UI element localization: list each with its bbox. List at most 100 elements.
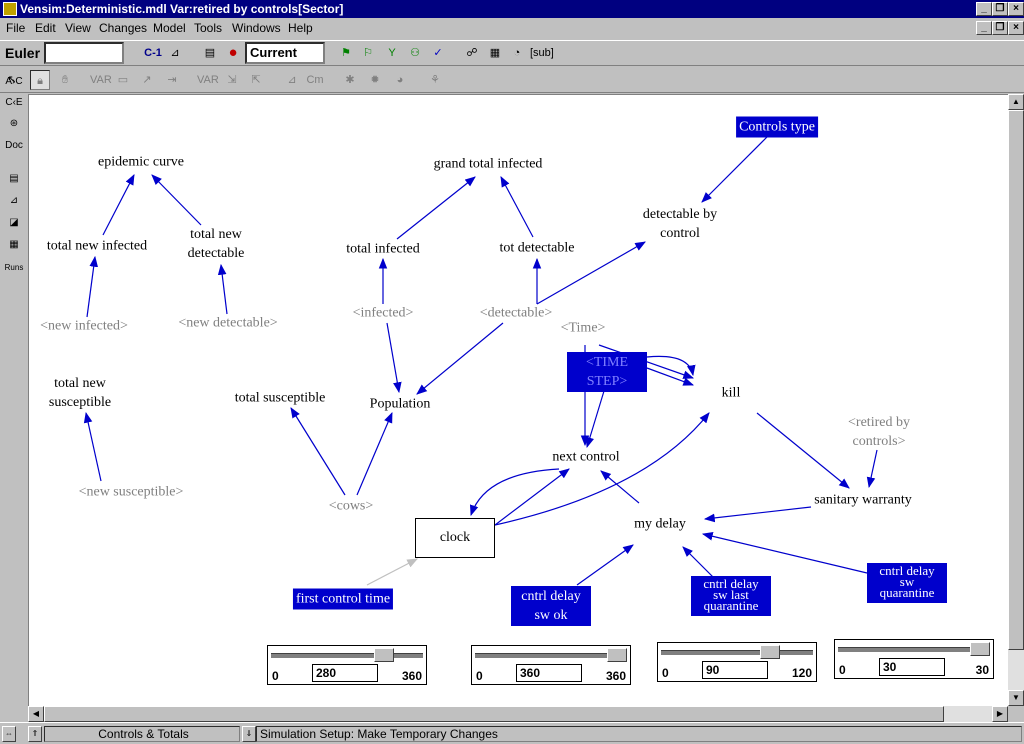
time-shadow-node[interactable]: <Time>: [560, 320, 606, 336]
pie-icon[interactable]: ◕: [396, 74, 404, 86]
run-icon[interactable]: ⚑: [341, 47, 351, 59]
scroll-right-button[interactable]: ▶: [992, 706, 1008, 722]
total-infected-node[interactable]: total infected: [346, 241, 420, 257]
hand-icon[interactable]: ✋︎: [61, 74, 69, 86]
menu-model[interactable]: Model: [153, 21, 186, 35]
slider-knob[interactable]: [970, 642, 990, 656]
sanitary-warranty-node[interactable]: sanitary warranty: [814, 492, 912, 508]
retired-by-controls-shadow-node[interactable]: <retired by controls>: [848, 413, 910, 451]
view-up-icon[interactable]: ⇑: [28, 726, 42, 742]
menu-tools[interactable]: Tools: [194, 21, 223, 35]
first-control-time-node[interactable]: first control time: [292, 588, 394, 610]
child-restore-button[interactable]: ❐: [992, 21, 1008, 35]
game-icon[interactable]: ⚐: [363, 47, 373, 59]
vertical-scroll-thumb[interactable]: [1008, 110, 1024, 650]
causes-tree-icon[interactable]: A›C: [5, 76, 23, 87]
cntrl-delay-sw-quarantine-node[interactable]: cntrl delay sw quarantine: [867, 563, 947, 603]
optimize-icon[interactable]: ⚇: [410, 47, 420, 59]
clock-icon[interactable]: ◔: [513, 47, 521, 59]
delete-icon[interactable]: ✱: [345, 74, 355, 86]
causes-strip-icon[interactable]: ▤: [9, 173, 19, 184]
menu-view[interactable]: View: [65, 21, 91, 35]
detectable-by-control-node[interactable]: detectable by control: [643, 205, 717, 243]
new-susceptible-shadow-node[interactable]: <new susceptible>: [78, 484, 184, 500]
document-icon[interactable]: Doc: [5, 140, 23, 151]
menu-windows[interactable]: Windows: [232, 21, 281, 35]
horizontal-scrollbar[interactable]: ◀ ▶: [28, 706, 1008, 722]
close-button[interactable]: ×: [1008, 2, 1024, 16]
tot-detectable-node[interactable]: tot detectable: [499, 240, 575, 256]
network-icon[interactable]: ☍: [466, 47, 478, 59]
scroll-down-button[interactable]: ▼: [1008, 690, 1024, 706]
time-step-shadow-node[interactable]: <TIME STEP>: [567, 352, 647, 392]
maximize-button[interactable]: ❐: [992, 2, 1008, 16]
cows-shadow-node[interactable]: <cows>: [328, 498, 374, 514]
cntrl-delay-sw-last-quarantine-slider[interactable]: 90 0 120: [657, 642, 817, 682]
minimize-button[interactable]: _: [976, 2, 992, 16]
graph-icon[interactable]: ⊿: [170, 47, 180, 59]
total-new-detectable-node[interactable]: total new detectable: [188, 225, 245, 263]
slider-value-field[interactable]: 280: [312, 664, 378, 682]
detectable-shadow-node[interactable]: <detectable>: [479, 305, 553, 321]
child-close-button[interactable]: ×: [1008, 21, 1024, 35]
subscript-icon[interactable]: [sub]: [530, 47, 554, 59]
cntrl-delay-sw-last-quarantine-node[interactable]: cntrl delay sw last quarantine: [691, 576, 771, 616]
reality-check-icon[interactable]: ✓: [433, 47, 443, 59]
rate-icon[interactable]: ⇥: [167, 74, 177, 86]
sketch-comment-icon[interactable]: ⊿: [287, 74, 297, 86]
view-down-icon[interactable]: ⇓: [242, 726, 256, 742]
runs-compare-icon[interactable]: Runs: [4, 263, 24, 272]
scroll-up-button[interactable]: ▲: [1008, 94, 1024, 110]
shadow-variable-icon[interactable]: VAR: [197, 74, 219, 86]
variable-icon[interactable]: VAR: [90, 74, 112, 86]
integration-field[interactable]: [44, 42, 124, 64]
menu-help[interactable]: Help: [288, 21, 313, 35]
slider-value-field[interactable]: 90: [702, 661, 768, 679]
controls-type-node[interactable]: Controls type: [736, 116, 818, 138]
total-new-infected-node[interactable]: total new infected: [46, 238, 148, 254]
menu-edit[interactable]: Edit: [35, 21, 56, 35]
sync-icon[interactable]: C‑1: [144, 47, 162, 59]
table-icon[interactable]: ▦: [9, 239, 19, 250]
arrow-icon[interactable]: ↗: [142, 74, 152, 86]
sketch-canvas[interactable]: epidemic curve total new infected total …: [28, 94, 1008, 706]
clock-stock[interactable]: clock: [415, 518, 495, 558]
kill-node[interactable]: kill: [721, 385, 741, 401]
total-susceptible-node[interactable]: total susceptible: [234, 390, 326, 406]
chart-icon[interactable]: ▦: [489, 47, 501, 59]
slider-knob[interactable]: [760, 645, 780, 659]
input-output-icon[interactable]: ⇱: [251, 74, 261, 86]
my-delay-node[interactable]: my delay: [634, 516, 686, 532]
setup-icon[interactable]: ▤: [204, 47, 216, 59]
menu-file[interactable]: File: [6, 21, 26, 35]
view-name[interactable]: Controls & Totals: [44, 726, 240, 742]
total-new-susceptible-node[interactable]: total new susceptible: [49, 374, 111, 412]
merge-icon[interactable]: ⇲: [227, 74, 237, 86]
strip-graph-icon[interactable]: ◪: [9, 217, 19, 228]
sensitivity-icon[interactable]: Y: [388, 47, 396, 59]
slider-knob[interactable]: [373, 648, 394, 662]
new-detectable-shadow-node[interactable]: <new detectable>: [178, 315, 278, 331]
first-control-time-slider[interactable]: 280 0 360: [267, 645, 427, 685]
cntrl-delay-sw-quarantine-slider[interactable]: 30 0 30: [834, 639, 994, 679]
reference-icon[interactable]: ⚘: [430, 74, 440, 86]
new-infected-shadow-node[interactable]: <new infected>: [40, 318, 128, 334]
epidemic-curve-node[interactable]: epidemic curve: [98, 154, 184, 170]
slider-knob[interactable]: [607, 648, 627, 662]
view-prev-icon[interactable]: ⇔: [2, 726, 16, 742]
next-control-node[interactable]: next control: [552, 449, 620, 465]
stop-icon[interactable]: ●: [228, 44, 238, 61]
comment-icon[interactable]: Cm: [306, 74, 324, 86]
vertical-scrollbar[interactable]: ▲ ▼: [1008, 94, 1024, 706]
equations-icon[interactable]: ✹: [370, 74, 380, 86]
lock-icon[interactable]: 🔒︎: [30, 70, 50, 90]
horizontal-scroll-thumb[interactable]: [44, 706, 944, 722]
cntrl-delay-sw-ok-node[interactable]: cntrl delay sw ok: [511, 586, 591, 626]
slider-value-field[interactable]: 360: [516, 664, 582, 682]
run-name-field[interactable]: Current: [245, 42, 325, 64]
uses-tree-icon[interactable]: C‹E: [5, 97, 23, 108]
menu-changes[interactable]: Changes: [99, 21, 148, 35]
graph-tool-icon[interactable]: ⊿: [9, 195, 19, 206]
scroll-left-button[interactable]: ◀: [28, 706, 44, 722]
box-variable-icon[interactable]: ▭: [117, 74, 129, 86]
